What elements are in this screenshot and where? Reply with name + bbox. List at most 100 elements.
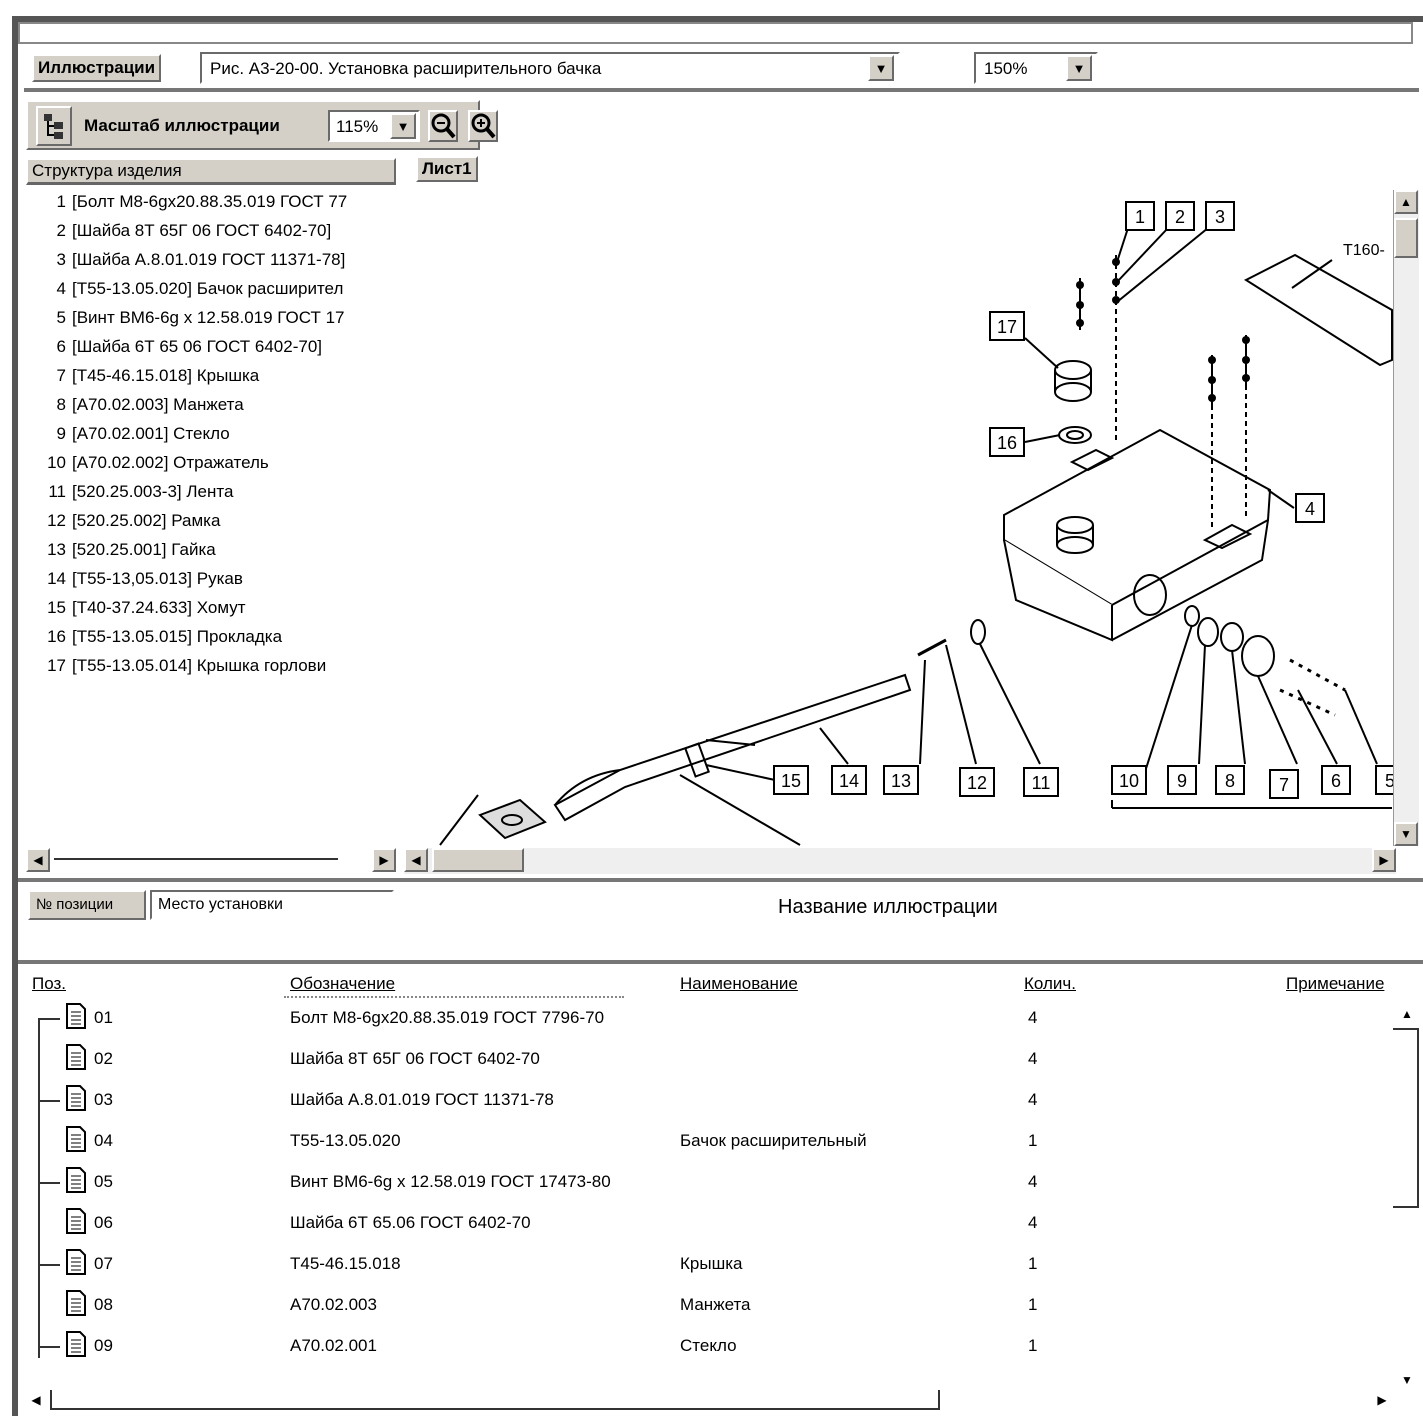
- callout-4[interactable]: 4: [1295, 493, 1325, 523]
- drawing-horizontal-scrollbar[interactable]: ◀ ▶: [404, 848, 1396, 874]
- column-header-qty[interactable]: Колич.: [1024, 974, 1076, 993]
- callout-17[interactable]: 17: [989, 311, 1025, 341]
- position-panel: № позиции Место установки Название иллюс…: [18, 878, 1423, 964]
- svg-text:17: 17: [997, 317, 1017, 337]
- sheet-tab[interactable]: Лист1: [416, 156, 478, 182]
- table-row[interactable]: 01 Болт М8-6gx20.88.35.019 ГОСТ 7796-70 …: [24, 998, 1384, 1038]
- document-icon: [66, 1208, 86, 1234]
- structure-tree: 1[Болт М8-6gx20.88.35.019 ГОСТ 77 2[Шайб…: [30, 192, 398, 692]
- scroll-thumb[interactable]: [50, 1390, 940, 1410]
- callout-14[interactable]: 14: [831, 765, 867, 795]
- drawing-vertical-scrollbar[interactable]: ▲ ▼: [1393, 190, 1419, 846]
- callout-5[interactable]: 5: [1375, 765, 1396, 795]
- table-row[interactable]: 03 Шайба А.8.01.019 ГОСТ 11371-78 4: [24, 1080, 1384, 1120]
- structure-item[interactable]: 16[Т55-13.05.015] Прокладка: [47, 627, 283, 646]
- chevron-down-icon[interactable]: ▼: [868, 55, 894, 81]
- callout-2[interactable]: 2: [1165, 201, 1195, 231]
- structure-item[interactable]: 5[Винт ВМ6-6g x 12.58.019 ГОСТ 17: [56, 308, 345, 327]
- scale-select-value: 115%: [336, 117, 379, 136]
- zoom-in-button[interactable]: [468, 110, 498, 142]
- callout-10[interactable]: 10: [1111, 765, 1147, 795]
- callout-15[interactable]: 15: [773, 765, 809, 795]
- scroll-thumb[interactable]: [1394, 218, 1418, 258]
- document-icon: [66, 1085, 86, 1111]
- scroll-right-icon[interactable]: ▶: [372, 848, 396, 872]
- tree-view-button[interactable]: [36, 106, 72, 146]
- structure-item[interactable]: 17[Т55-13.05.014] Крышка горлови: [47, 656, 327, 675]
- table-row[interactable]: 09 А70.02.001 Стекло 1: [24, 1326, 1384, 1366]
- structure-item[interactable]: 9[А70.02.001] Стекло: [56, 424, 230, 443]
- table-horizontal-scrollbar[interactable]: ◀ ▶: [24, 1388, 1394, 1414]
- column-header-name[interactable]: Наименование: [680, 974, 798, 993]
- table-row[interactable]: 02 Шайба 8Т 65Г 06 ГОСТ 6402-70 4: [24, 1039, 1384, 1079]
- zoom-select[interactable]: 150% ▼: [974, 52, 1098, 84]
- svg-text:5: 5: [1385, 771, 1395, 791]
- table-row[interactable]: 07 Т45-46.15.018 Крышка 1: [24, 1244, 1384, 1284]
- scroll-up-icon[interactable]: ▲: [1394, 190, 1418, 214]
- svg-text:12: 12: [967, 773, 987, 793]
- callout-3[interactable]: 3: [1205, 201, 1235, 231]
- zoom-out-button[interactable]: [428, 110, 458, 142]
- illustration-name-caption: Название иллюстрации: [778, 896, 998, 918]
- column-header-note[interactable]: Примечание: [1286, 974, 1385, 993]
- structure-header-label: Структура изделия: [26, 158, 396, 185]
- scroll-down-icon[interactable]: ▼: [1394, 822, 1418, 846]
- structure-item[interactable]: 1[Болт М8-6gx20.88.35.019 ГОСТ 77: [56, 192, 348, 211]
- scroll-thumb[interactable]: [432, 848, 524, 872]
- svg-text:1: 1: [1135, 207, 1145, 227]
- chevron-down-icon[interactable]: ▼: [390, 113, 416, 139]
- scroll-left-icon[interactable]: ◀: [31, 1393, 41, 1407]
- structure-item[interactable]: 2[Шайба 8Т 65Г 06 ГОСТ 6402-70]: [56, 221, 332, 240]
- callout-9[interactable]: 9: [1167, 765, 1197, 795]
- table-vertical-scrollbar[interactable]: ▲ ▼: [1393, 1002, 1421, 1392]
- callout-12[interactable]: 12: [959, 767, 995, 797]
- structure-item[interactable]: 8[А70.02.003] Манжета: [56, 395, 244, 414]
- svg-text:13: 13: [891, 771, 911, 791]
- scroll-up-icon[interactable]: ▲: [1401, 1007, 1413, 1021]
- zoom-out-icon: [431, 113, 456, 139]
- scroll-right-icon[interactable]: ▶: [1377, 1393, 1387, 1407]
- table-row[interactable]: 05 Винт ВМ6-6g x 12.58.019 ГОСТ 17473-80…: [24, 1162, 1384, 1202]
- document-icon: [66, 1290, 86, 1316]
- document-icon: [66, 1003, 86, 1029]
- scale-label: Масштаб иллюстрации: [84, 116, 280, 135]
- position-number-tab[interactable]: № позиции: [28, 890, 146, 920]
- scroll-left-icon[interactable]: ◀: [26, 848, 50, 872]
- callout-7[interactable]: 7: [1269, 769, 1299, 799]
- scroll-right-icon[interactable]: ▶: [1372, 848, 1396, 872]
- column-header-designation[interactable]: Обозначение: [290, 974, 396, 993]
- install-place-tab[interactable]: Место установки: [150, 890, 394, 920]
- structure-item[interactable]: 13[520.25.001] Гайка: [47, 540, 216, 559]
- structure-horizontal-scrollbar[interactable]: ◀ ▶: [26, 848, 396, 874]
- structure-item[interactable]: 7[Т45-46.15.018] Крышка: [56, 366, 260, 385]
- table-row[interactable]: 08 А70.02.003 Манжета 1: [24, 1285, 1384, 1325]
- table-row[interactable]: 04 Т55-13.05.020 Бачок расширительный 1: [24, 1121, 1384, 1161]
- column-header-pos[interactable]: Поз.: [32, 974, 66, 993]
- structure-item[interactable]: 11[520.25.003-3] Лента: [48, 482, 234, 501]
- svg-text:8: 8: [1225, 771, 1235, 791]
- callout-6[interactable]: 6: [1321, 765, 1351, 795]
- callout-11[interactable]: 11: [1023, 767, 1059, 797]
- callout-1[interactable]: 1: [1125, 201, 1155, 231]
- chevron-down-icon[interactable]: ▼: [1066, 55, 1092, 81]
- svg-text:6: 6: [1331, 771, 1341, 791]
- structure-item[interactable]: 4[Т55-13.05.020] Бачок расширител: [56, 279, 344, 298]
- scroll-thumb[interactable]: [1393, 1028, 1419, 1208]
- structure-item[interactable]: 10[А70.02.002] Отражатель: [47, 453, 269, 472]
- svg-text:16: 16: [997, 433, 1017, 453]
- partial-drawing-label: Т160-: [1343, 242, 1385, 259]
- structure-item[interactable]: 14[Т55-13,05.013] Рукав: [47, 569, 243, 588]
- structure-item[interactable]: 15[Т40-37.24.633] Хомут: [47, 598, 246, 617]
- scale-select[interactable]: 115% ▼: [328, 110, 420, 142]
- scroll-down-icon[interactable]: ▼: [1401, 1373, 1413, 1387]
- scroll-left-icon[interactable]: ◀: [404, 848, 428, 872]
- callout-16[interactable]: 16: [989, 427, 1025, 457]
- illustration-select[interactable]: Рис. А3-20-00. Установка расширительного…: [200, 52, 900, 84]
- structure-item[interactable]: 6[Шайба 6Т 65 06 ГОСТ 6402-70]: [56, 337, 323, 356]
- callout-8[interactable]: 8: [1215, 765, 1245, 795]
- structure-item[interactable]: 3[Шайба А.8.01.019 ГОСТ 11371-78]: [56, 250, 346, 269]
- structure-item[interactable]: 12[520.25.002] Рамка: [47, 511, 221, 530]
- callout-13[interactable]: 13: [883, 765, 919, 795]
- table-row[interactable]: 06 Шайба 6Т 65.06 ГОСТ 6402-70 4: [24, 1203, 1384, 1243]
